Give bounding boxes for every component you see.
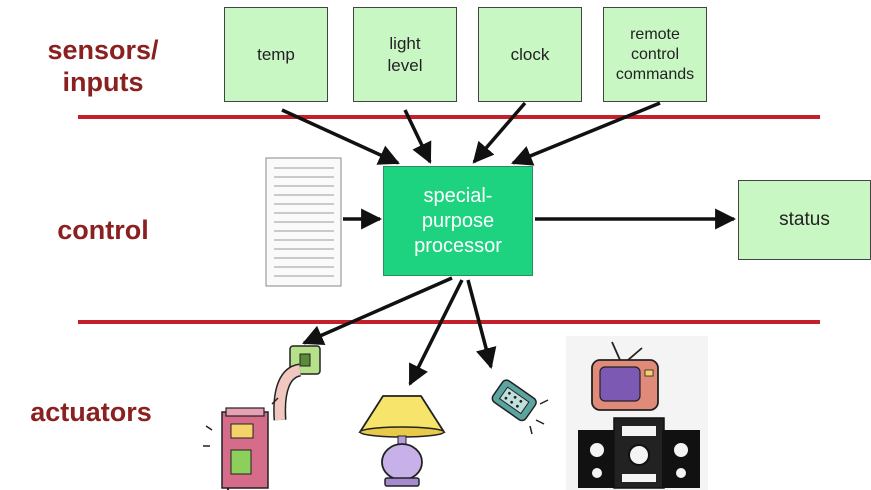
layer-label-control: control [57,215,149,245]
sensor-light-level: light level [353,7,457,102]
layer-label-inputs: sensors/ inputs [47,35,159,97]
arrow-processor-to-heater [302,276,453,346]
divider-bottom [78,320,820,324]
program-document-icon [265,157,342,287]
arrow-temp-to-processor [281,108,400,165]
tv-stereo-icon [566,336,708,490]
sensor-clock: clock [478,7,582,102]
arrow-processor-to-phone [466,279,497,370]
status-box: status [738,180,871,260]
arrow-remote-to-processor [511,101,661,166]
lamp-icon [358,395,446,487]
phone-icon [491,379,549,435]
arrow-clock-to-processor [472,101,527,164]
heater-icon [203,345,321,490]
special-purpose-processor: special- purpose processor [383,166,533,276]
sensor-temp: temp [224,7,328,102]
sensor-remote-control-commands: remote control commands [603,7,707,102]
arrow-processor-to-lamp [408,279,464,386]
arrow-light-to-processor [403,109,432,164]
layer-label-actuators: actuators [30,397,152,427]
divider-top [78,115,820,119]
